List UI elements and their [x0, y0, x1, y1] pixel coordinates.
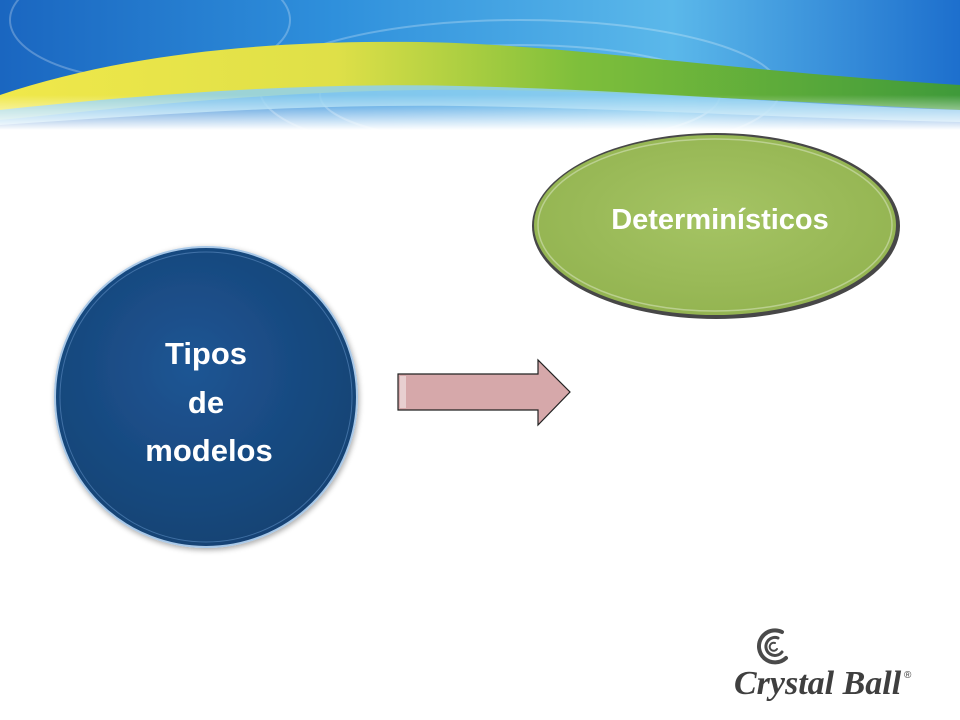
circle-tipos-de-modelos: [54, 246, 358, 548]
logo-registered-mark: ®: [904, 670, 912, 681]
crystal-ball-swirl-icon: [757, 628, 788, 665]
circle-label-line-2: de: [188, 385, 224, 420]
circle-label-line-3: modelos: [145, 433, 272, 468]
arrow-right: [397, 358, 571, 427]
ellipse-deterministicos: [532, 133, 900, 319]
header-banner: [0, 0, 960, 130]
logo-text: Crystal Ball: [734, 665, 902, 702]
ellipse-label: Determinísticos: [611, 204, 829, 236]
circle-label-line-1: Tipos: [165, 336, 247, 371]
crystal-ball-logo: Crystal Ball ®: [734, 628, 912, 702]
